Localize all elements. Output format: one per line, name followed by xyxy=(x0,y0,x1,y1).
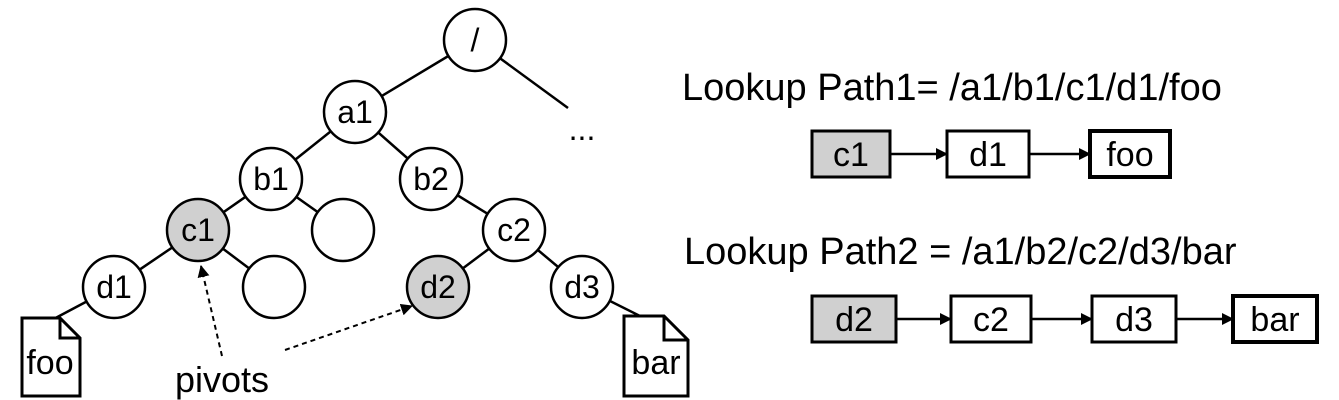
lookup1-box-c1 xyxy=(810,129,892,179)
lookup-path1-title: Lookup Path1= /a1/b1/c1/d1/foo xyxy=(682,67,1222,109)
node-a1-label: a1 xyxy=(337,94,373,130)
node-root-label: / xyxy=(471,22,480,58)
lookup1-step-foo: foo xyxy=(1106,136,1153,174)
node-d3-label: d3 xyxy=(564,269,600,305)
node-d2-pivot xyxy=(405,254,471,320)
node-empty-2 xyxy=(241,254,307,320)
lookup-path2-chain: d2 c2 d3 bar xyxy=(810,294,1319,344)
pivots-label: pivots xyxy=(175,359,269,400)
lookup1-box-foo xyxy=(1088,129,1172,179)
node-d2-label: d2 xyxy=(420,269,456,305)
node-c2-label: c2 xyxy=(497,212,531,248)
node-c1-pivot xyxy=(165,197,231,263)
node-d1 xyxy=(81,254,147,320)
pivot-arrows xyxy=(197,265,413,357)
lookup1-step-c1: c1 xyxy=(833,136,869,174)
pivot-arrow-d2 xyxy=(284,303,413,351)
lookup2-step-c2: c2 xyxy=(973,301,1009,339)
lookup1-step-d1: d1 xyxy=(969,136,1007,174)
node-b1-label: b1 xyxy=(253,161,289,197)
tree-nodes xyxy=(81,7,615,320)
node-d3 xyxy=(549,254,615,320)
file-foo-icon xyxy=(20,316,82,398)
lookup2-step-bar: bar xyxy=(1250,301,1299,339)
lookup-path2-title: Lookup Path2 = /a1/b2/c2/d3/bar xyxy=(684,231,1237,273)
lookup2-step-d3: d3 xyxy=(1115,301,1153,339)
lookup2-step-d2: d2 xyxy=(835,301,873,339)
lookup2-box-bar xyxy=(1231,294,1319,344)
node-empty-1 xyxy=(310,197,376,263)
file-bar-icon xyxy=(622,314,690,398)
file-bar-label: bar xyxy=(631,344,680,382)
node-d1-label: d1 xyxy=(96,269,132,305)
lookup2-box-d2 xyxy=(810,294,898,344)
lookup-path1-chain: c1 d1 foo xyxy=(810,129,1172,179)
pivot-arrow-c1 xyxy=(197,265,223,357)
node-root xyxy=(442,7,508,73)
node-c2 xyxy=(481,197,547,263)
node-b2-label: b2 xyxy=(413,161,449,197)
lookup2-box-d3 xyxy=(1090,294,1178,344)
file-foo-label: foo xyxy=(26,344,73,382)
more-nodes-ellipsis: ... xyxy=(569,111,596,147)
node-c1-label: c1 xyxy=(181,212,215,248)
node-b1 xyxy=(238,146,304,212)
node-a1 xyxy=(322,79,388,145)
node-b2 xyxy=(398,146,464,212)
